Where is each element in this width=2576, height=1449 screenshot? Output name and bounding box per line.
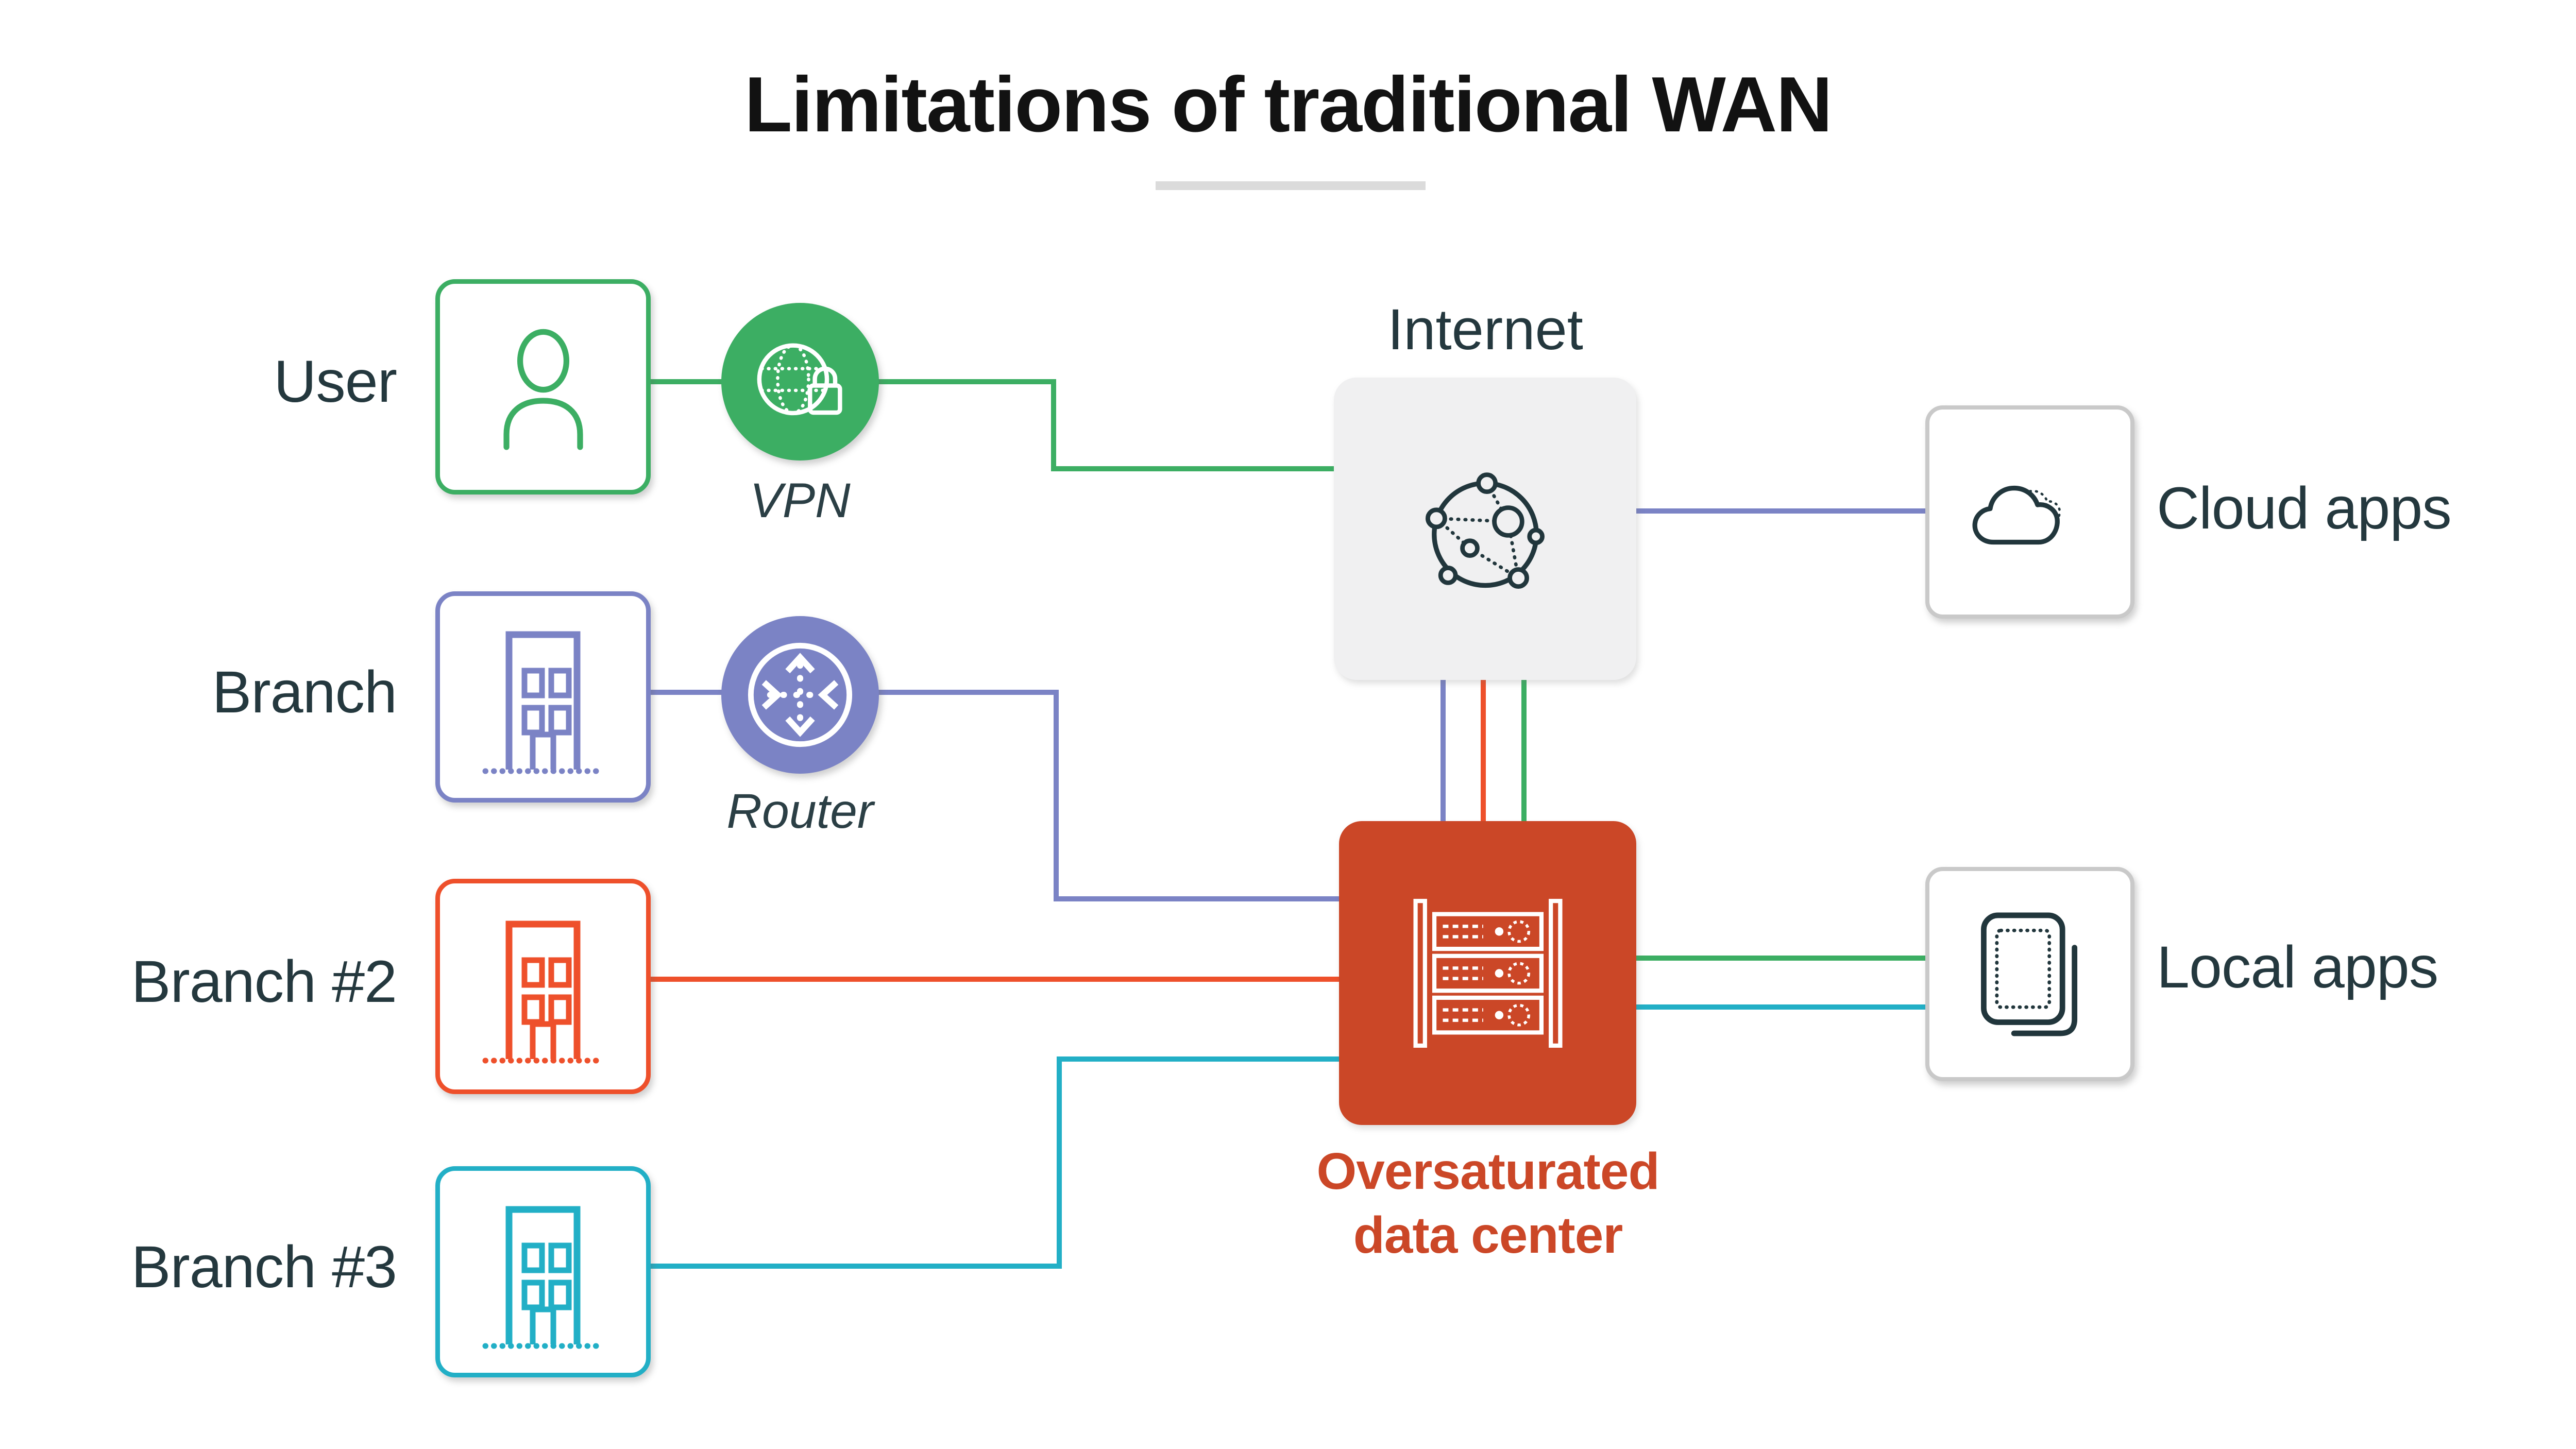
cloudapps-box xyxy=(1925,405,2134,619)
line-internet-dc-green xyxy=(1521,680,1527,821)
line-branch2-dc xyxy=(641,977,1339,982)
line-router-dc-seg2 xyxy=(1054,690,1059,901)
user-label: User xyxy=(274,349,397,415)
router-icon xyxy=(748,642,853,747)
line-vpn-internet-seg3 xyxy=(1051,466,1334,471)
line-vpn-internet-seg1 xyxy=(876,379,1054,384)
router-badge xyxy=(721,616,879,774)
datacenter-label: Oversaturated data center xyxy=(1316,1143,1659,1264)
network-globe-icon xyxy=(1425,472,1545,589)
line-dc-localapps-green xyxy=(1636,956,1925,961)
cloud-icon xyxy=(1972,485,2061,545)
vpn-label: VPN xyxy=(750,473,851,528)
line-router-dc-seg3 xyxy=(1054,896,1339,901)
branch3-label: Branch #3 xyxy=(131,1234,397,1300)
line-branch3-dc-seg3 xyxy=(1057,1056,1339,1062)
line-vpn-internet-seg2 xyxy=(1051,379,1056,471)
line-router-dc-seg1 xyxy=(876,690,1056,695)
router-label: Router xyxy=(726,784,874,839)
internet-box xyxy=(1334,378,1636,680)
server-rack-icon xyxy=(1413,898,1563,1048)
line-user-vpn xyxy=(641,379,734,384)
cloudapps-label: Cloud apps xyxy=(2157,475,2452,541)
title-underline xyxy=(1156,181,1426,190)
branch2-label: Branch #2 xyxy=(131,949,397,1015)
line-branch3-dc-seg1 xyxy=(641,1264,1059,1269)
line-branch-router xyxy=(641,690,734,695)
building-icon xyxy=(482,1206,604,1349)
line-branch3-dc-seg2 xyxy=(1057,1059,1062,1269)
branch-box xyxy=(435,591,651,803)
localapps-label: Local apps xyxy=(2157,934,2438,1000)
user-box xyxy=(435,279,651,495)
branch-label: Branch xyxy=(212,659,397,725)
vpn-badge xyxy=(721,303,879,461)
building-icon xyxy=(482,920,604,1064)
stacked-apps-icon xyxy=(1980,912,2077,1036)
line-internet-cloudapps xyxy=(1636,508,1925,514)
line-dc-localapps-teal xyxy=(1636,1004,1925,1010)
person-icon xyxy=(503,329,583,450)
internet-label: Internet xyxy=(1387,297,1583,362)
line-internet-dc-purple xyxy=(1440,680,1446,821)
branch2-box xyxy=(435,879,651,1094)
page-title: Limitations of traditional WAN xyxy=(744,61,1833,148)
datacenter-box xyxy=(1339,821,1636,1125)
branch3-box xyxy=(435,1166,651,1377)
globe-lock-icon xyxy=(757,343,842,416)
localapps-box xyxy=(1925,867,2134,1081)
building-icon xyxy=(482,631,604,774)
line-internet-dc-orange xyxy=(1481,680,1486,821)
